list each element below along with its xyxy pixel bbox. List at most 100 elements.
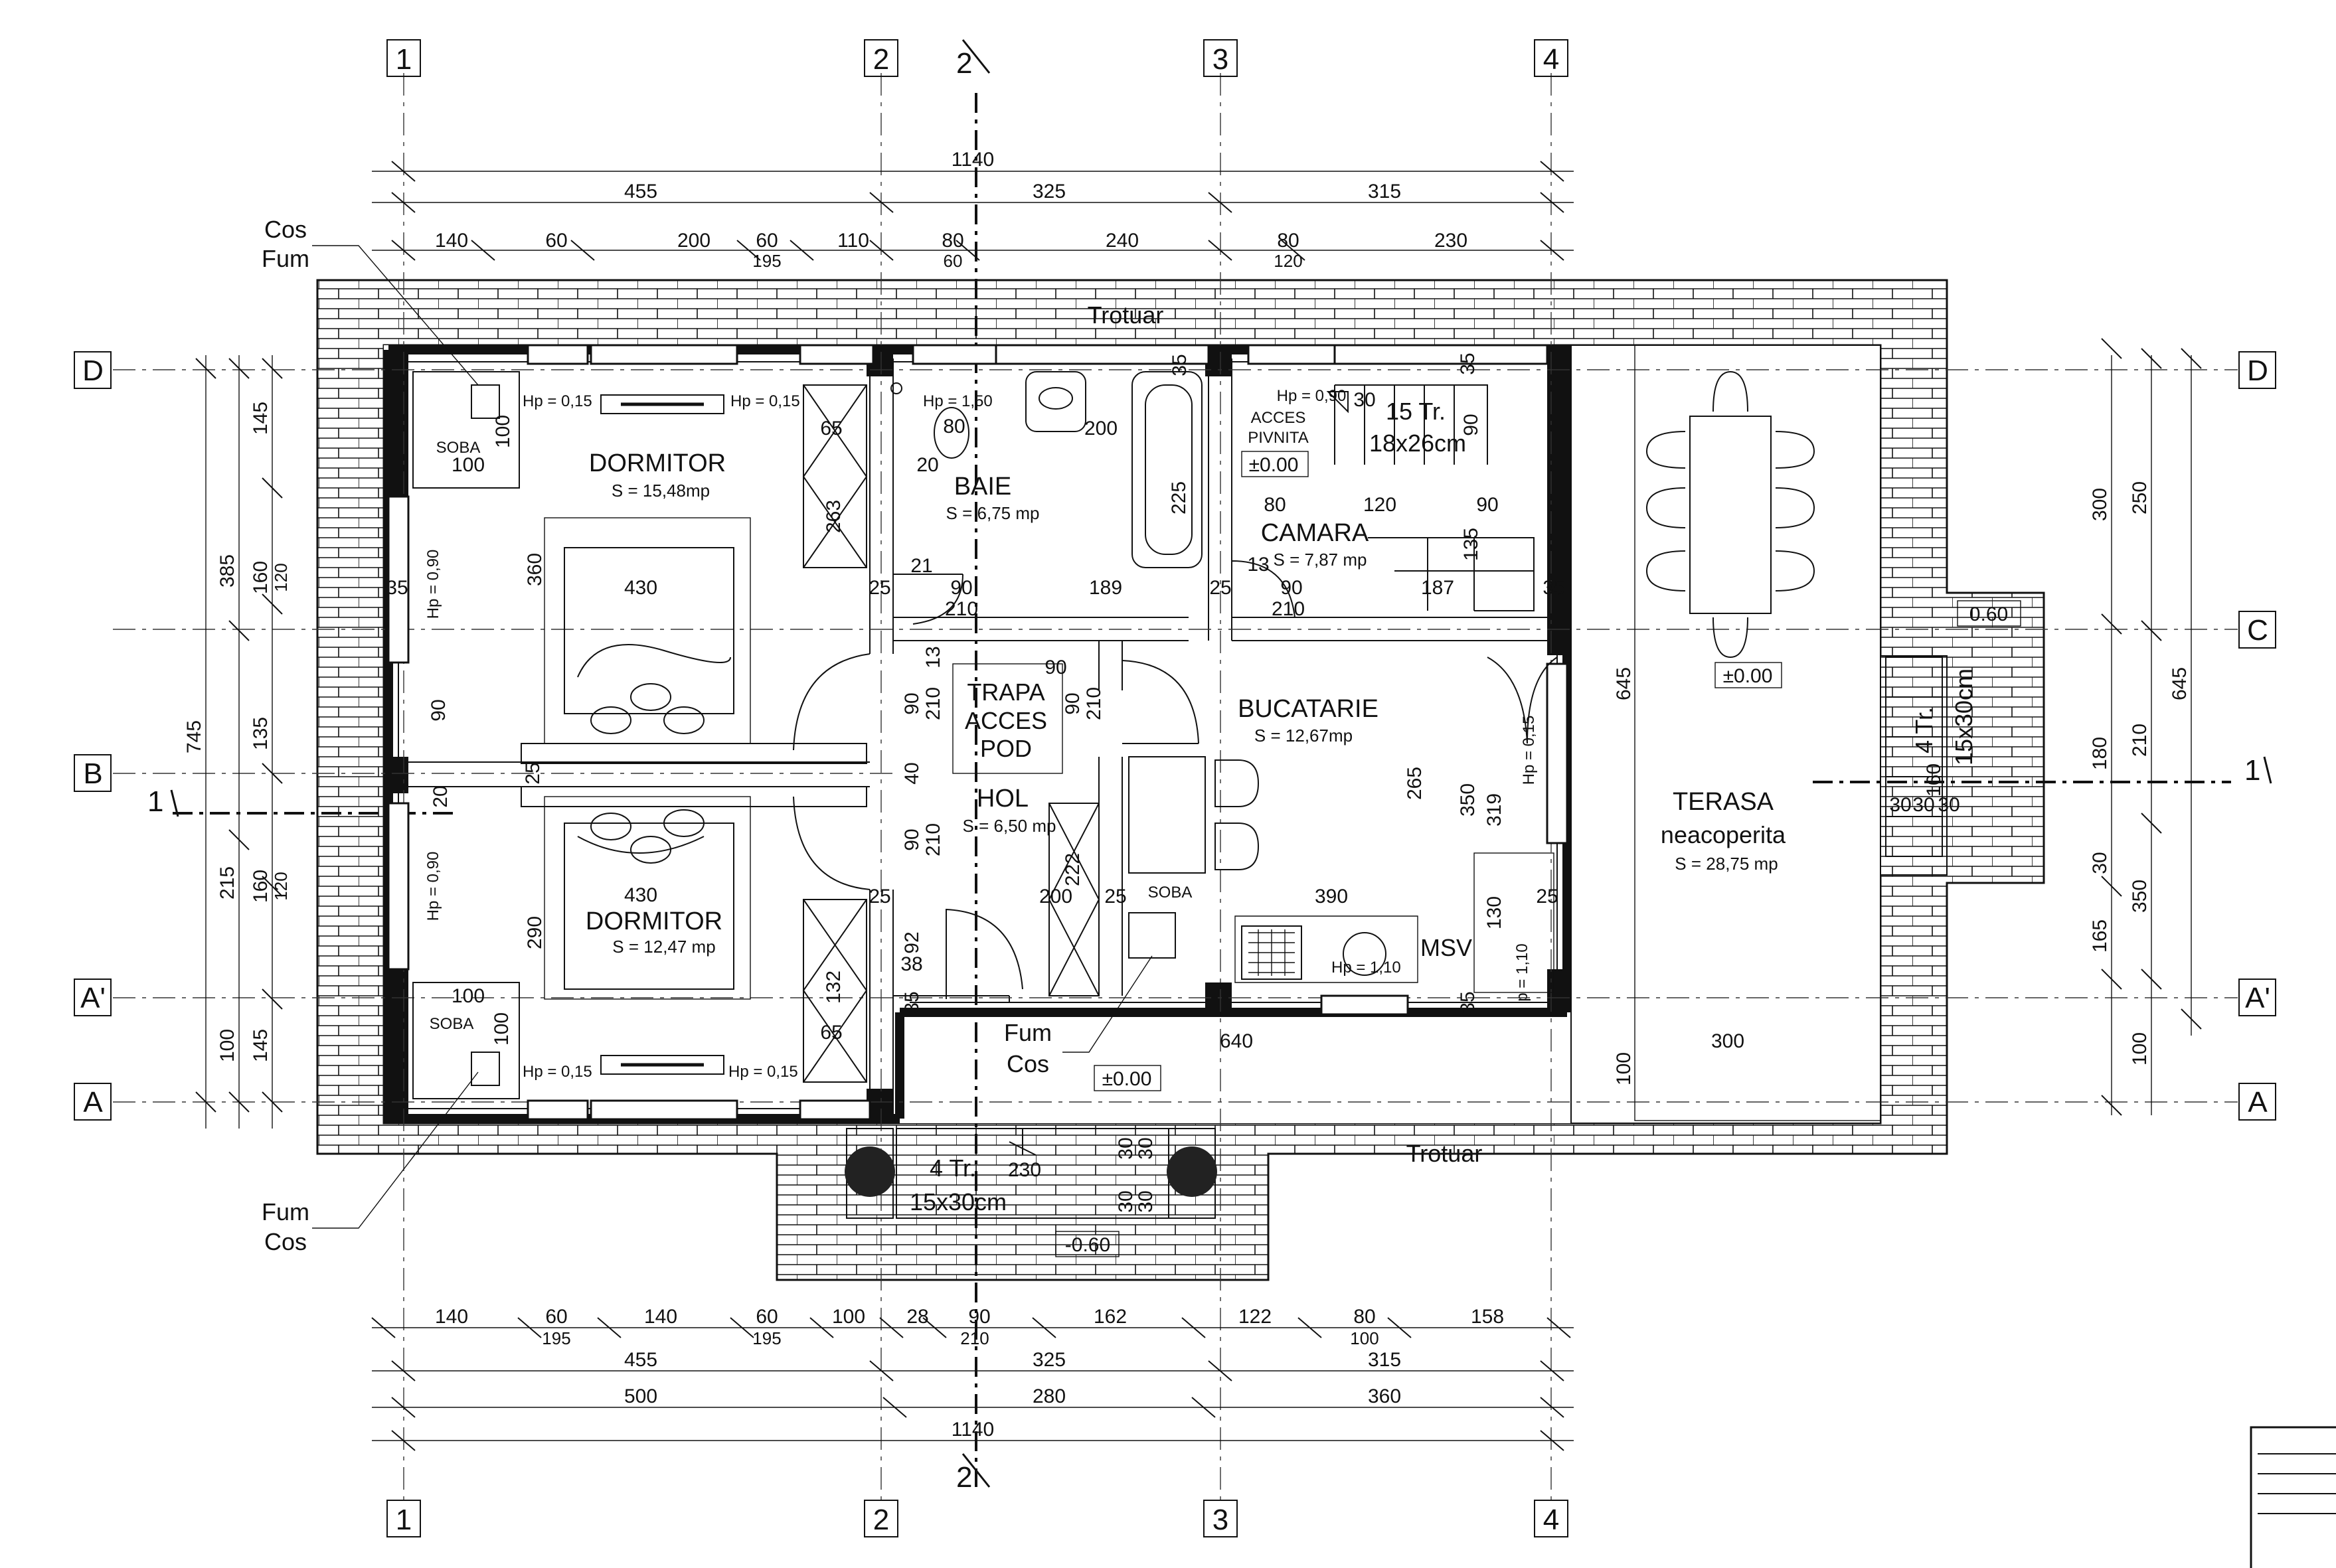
hol-90c: 90 <box>1044 657 1066 678</box>
trotuar-top: Trotuar <box>1088 301 1164 329</box>
hol-222: 222 <box>1062 853 1084 886</box>
dim-left-215: 215 <box>216 866 238 900</box>
left-dimensions: 745 385 215 100 145 160 135 160 145 120 … <box>183 355 291 1129</box>
section-1-left: 1 <box>147 785 163 818</box>
label-cos-bottom: Cos <box>264 1228 307 1255</box>
hol-40: 40 <box>901 762 923 784</box>
axis-col-2-top: 2 <box>873 43 889 76</box>
msv-label: MSV <box>1420 934 1472 961</box>
hol-25: 25 <box>869 886 890 907</box>
stairs-bottom-count: 4 Tr. <box>930 1154 976 1182</box>
buc-319: 319 <box>1483 793 1505 826</box>
soba-label-kitchen: SOBA <box>1148 884 1193 902</box>
hp-dorm1-side: Hp = 0,90 <box>424 550 442 619</box>
stairs-top-count: 15 Tr. <box>1386 398 1446 425</box>
dim-bot-162: 162 <box>1094 1306 1127 1328</box>
dim-bot-100b: 100 <box>1350 1328 1378 1348</box>
closet2-w: 65 <box>820 1022 842 1044</box>
dim-left-100: 100 <box>216 1029 238 1062</box>
dim-right-645: 645 <box>2169 667 2191 700</box>
dim-top-110: 110 <box>837 230 869 252</box>
steps-230: 230 <box>1008 1159 1041 1181</box>
section-2-bottom: 2 <box>956 1461 972 1494</box>
section-2-top: 2 <box>956 47 972 80</box>
dim-left-145b: 145 <box>250 1029 272 1062</box>
hol-90a: 90 <box>901 692 923 714</box>
camara-13: 13 <box>1247 554 1269 576</box>
d1-90: 90 <box>428 699 450 721</box>
acces-pivnita-hp: Hp = 0,90 <box>1277 387 1347 405</box>
dim-right-100: 100 <box>2129 1032 2151 1065</box>
soba2-h: 100 <box>491 1012 513 1046</box>
baie-80: 80 <box>943 416 965 437</box>
dim-left-385: 385 <box>216 554 238 588</box>
rsteps-30a: 30 <box>1889 794 1911 816</box>
trapa-line-1: TRAPA <box>967 678 1044 706</box>
buc-265: 265 <box>1404 767 1426 800</box>
camara-90: 90 <box>1476 494 1498 516</box>
area-dormitor-1: S = 15,48mp <box>612 481 710 501</box>
axis-row-a-left: A <box>83 1086 103 1119</box>
annotations: Cos Fum Fum Cos Fum Cos Trotuar Trotuar … <box>262 216 2021 1257</box>
camara-25: 25 <box>1209 577 1231 599</box>
hol-35: 35 <box>901 991 923 1013</box>
dim-bot-195b: 195 <box>752 1328 781 1348</box>
room-camara: CAMARA <box>1261 519 1369 547</box>
furniture <box>412 345 1943 1219</box>
area-camara: S = 7,87 mp <box>1274 550 1367 570</box>
right-dimensions: 300 250 180 210 350 30 165 100 645 <box>2089 338 2202 1116</box>
soba2-w: 100 <box>452 985 485 1007</box>
doors <box>793 560 1558 999</box>
legend-box <box>2250 1426 2336 1568</box>
ter-645: 645 <box>1613 667 1635 700</box>
axis-col-1-bottom: 1 <box>396 1504 412 1536</box>
d2-width: 430 <box>624 884 657 906</box>
dim-right-30: 30 <box>2089 852 2111 874</box>
dim-bot-500: 500 <box>624 1385 657 1407</box>
level-terasa: ±0.00 <box>1723 665 1773 687</box>
dim-bot-60a: 60 <box>545 1306 567 1328</box>
steps-30d: 30 <box>1135 1190 1157 1212</box>
hol-38: 38 <box>900 953 922 975</box>
dim-top-60a: 60 <box>545 230 567 252</box>
steps-30a: 30 <box>1115 1137 1137 1159</box>
bottom-dimensions: 140 60 140 60 100 28 90 162 122 80 158 1… <box>371 1306 1574 1451</box>
camara-35: 35 <box>1457 353 1479 374</box>
acces-pivnita-2: PIVNITA <box>1248 429 1309 447</box>
hp-buc-side: Hp = 0,15 <box>1520 716 1538 785</box>
trapa-line-2: ACCES <box>965 707 1047 734</box>
dim-bot-80: 80 <box>1353 1306 1375 1328</box>
dim-left-160b: 160 <box>250 870 272 903</box>
closet2-h: 132 <box>823 971 845 1004</box>
axis-col-1-top: 1 <box>396 43 412 76</box>
dim-top-120: 120 <box>1274 251 1302 271</box>
area-hol: S = 6,50 mp <box>963 816 1056 836</box>
level-camara: ±0.00 <box>1249 454 1299 476</box>
baie-25: 25 <box>869 577 890 599</box>
dim-top-140: 140 <box>435 230 468 252</box>
dim-right-210: 210 <box>2129 724 2151 757</box>
buc-25b: 25 <box>1536 886 1558 907</box>
camara-door-210: 210 <box>1272 598 1305 620</box>
dim-bot-195a: 195 <box>542 1328 570 1348</box>
baie-door-210: 210 <box>945 598 978 620</box>
hol-200: 200 <box>1039 886 1072 907</box>
hol-210b: 210 <box>922 823 944 856</box>
dim-left-120a: 120 <box>271 563 291 591</box>
room-terasa: TERASA <box>1673 788 1774 816</box>
trotuar-bottom: Trotuar <box>1406 1140 1483 1167</box>
label-cos-top: Cos <box>264 216 307 243</box>
inner-dimensions: 430 360 35 90 430 290 100 100 100 100 25… <box>386 353 1960 1212</box>
hp-kitchen: Hp = 1,10 <box>1331 959 1401 977</box>
wall-20: 20 <box>430 785 452 807</box>
dim-bot-158: 158 <box>1471 1306 1504 1328</box>
axis-col-3-bottom: 3 <box>1212 1504 1228 1536</box>
axis-grid <box>113 73 2238 1500</box>
stairs-right-size: 15x30cm <box>1950 668 1977 765</box>
axis-row-b-left: B <box>83 757 102 790</box>
dim-top-80a: 80 <box>942 230 963 252</box>
level-right-steps: 0.60 <box>1969 603 2008 625</box>
section-1-right: 1 <box>2244 754 2260 787</box>
rsteps-30b: 30 <box>1912 794 1934 816</box>
